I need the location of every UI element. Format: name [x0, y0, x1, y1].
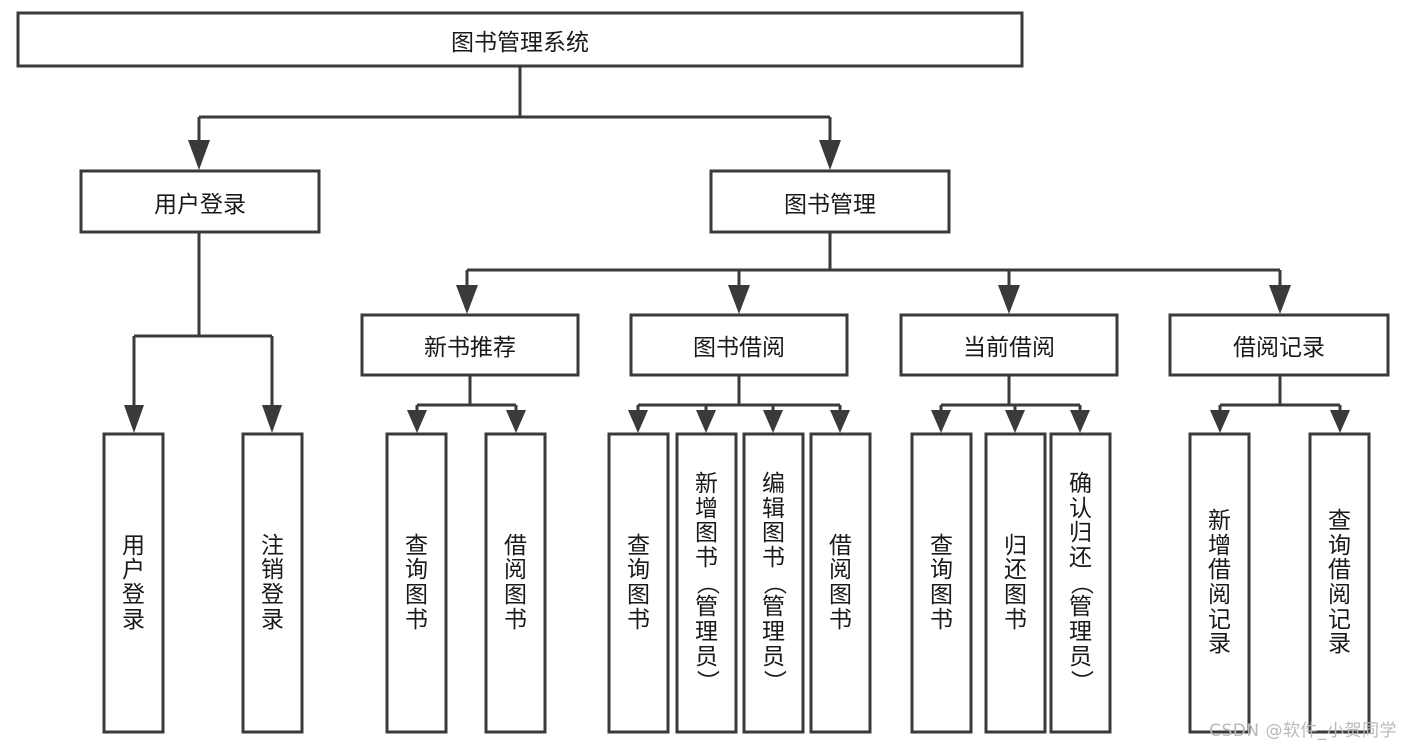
connector-group-records — [1210, 375, 1350, 433]
arrow-userlogin-to-leaf1 — [124, 405, 144, 433]
node-box-leaf-5[interactable] — [675, 432, 738, 734]
arrow-bookmgmt-to-newbook — [456, 285, 478, 314]
arrow-current-to-leaf1 — [931, 410, 951, 433]
arrow-newbook-to-leaf2 — [506, 410, 526, 433]
node-box-root[interactable] — [16, 11, 1024, 68]
connector-group-user-login — [124, 232, 282, 433]
node-box-leaf-12[interactable] — [1308, 432, 1371, 734]
node-box-leaf-3[interactable] — [484, 432, 547, 734]
node-box-leaf-8[interactable] — [910, 432, 973, 734]
node-box-book-management[interactable] — [709, 169, 951, 234]
arrow-borrow-to-leaf2 — [696, 410, 716, 433]
watermark-text: CSDN @软件_小贺同学 — [1209, 721, 1397, 741]
connector-group-newbook — [407, 375, 526, 433]
arrow-root-to-user-login — [188, 140, 210, 170]
node-box-leaf-7[interactable] — [809, 432, 872, 734]
node-box-leaf-2[interactable] — [385, 432, 448, 734]
node-box-leaf-1[interactable] — [241, 432, 304, 734]
node-box-new-book-recommend[interactable] — [360, 313, 580, 377]
arrow-records-to-leaf2 — [1330, 410, 1350, 433]
arrow-bookmgmt-to-borrow — [728, 285, 750, 314]
node-box-leaf-0[interactable] — [102, 432, 165, 734]
arrow-bookmgmt-to-records — [1269, 285, 1291, 314]
node-box-borrow-records[interactable] — [1168, 313, 1390, 377]
arrow-records-to-leaf1 — [1210, 410, 1230, 433]
arrow-current-to-leaf2 — [1005, 410, 1025, 433]
arrow-current-to-leaf3 — [1070, 410, 1090, 433]
connector-group-current — [931, 375, 1090, 433]
node-box-book-borrow[interactable] — [629, 313, 849, 377]
node-box-current-borrow[interactable] — [899, 313, 1119, 377]
connector-group-book-mgmt — [456, 232, 1291, 314]
arrow-borrow-to-leaf1 — [628, 410, 648, 433]
node-box-leaf-10[interactable] — [1049, 432, 1112, 734]
arrow-userlogin-to-leaf2 — [262, 405, 282, 433]
arrow-borrow-to-leaf4 — [830, 410, 850, 433]
arrow-borrow-to-leaf3 — [763, 410, 783, 433]
arrow-bookmgmt-to-current — [998, 285, 1020, 314]
arrow-newbook-to-leaf1 — [407, 410, 427, 433]
connector-group-borrow — [628, 375, 850, 433]
node-box-user-login[interactable] — [79, 169, 321, 234]
arrow-root-to-book-mgmt — [819, 140, 841, 170]
node-box-leaf-9[interactable] — [984, 432, 1047, 734]
node-box-leaf-4[interactable] — [607, 432, 670, 734]
node-box-leaf-6[interactable] — [742, 432, 805, 734]
node-box-leaf-11[interactable] — [1188, 432, 1251, 734]
connector-group-root — [188, 66, 841, 170]
